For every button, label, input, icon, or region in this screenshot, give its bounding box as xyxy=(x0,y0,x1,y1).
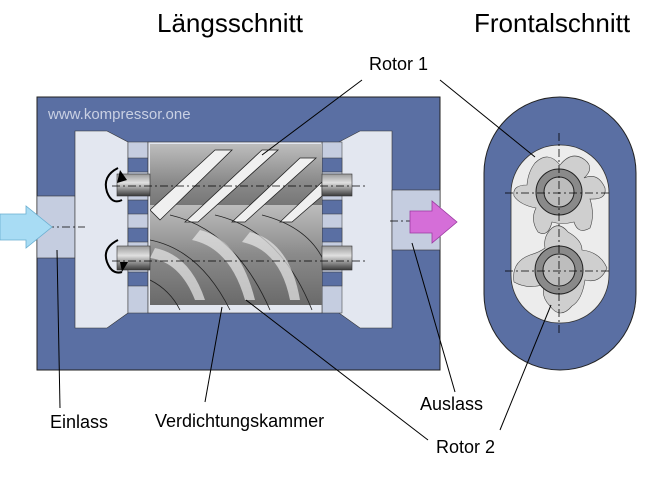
longitudinal-section: www.kompressor.one xyxy=(0,96,458,371)
label-outlet: Auslass xyxy=(420,394,483,414)
outlet-end-block xyxy=(338,130,393,329)
rotation-arrow-icons xyxy=(104,167,128,274)
label-rotor-1: Rotor 1 xyxy=(369,54,428,74)
screw-rotors xyxy=(150,144,322,311)
label-compression-chamber: Verdichtungskammer xyxy=(155,411,324,431)
frontal-section xyxy=(483,96,637,371)
watermark: www.kompressor.one xyxy=(47,106,191,123)
outlet-arrow-icon xyxy=(409,200,458,244)
inlet-arrow-icon xyxy=(0,205,53,249)
leader-lines xyxy=(56,79,552,441)
inlet-end-block xyxy=(74,130,129,329)
title-longitudinal: Längsschnitt xyxy=(157,8,304,38)
label-rotor-2: Rotor 2 xyxy=(436,437,495,457)
title-frontal: Frontalschnitt xyxy=(474,8,631,38)
label-inlet: Einlass xyxy=(50,412,108,432)
